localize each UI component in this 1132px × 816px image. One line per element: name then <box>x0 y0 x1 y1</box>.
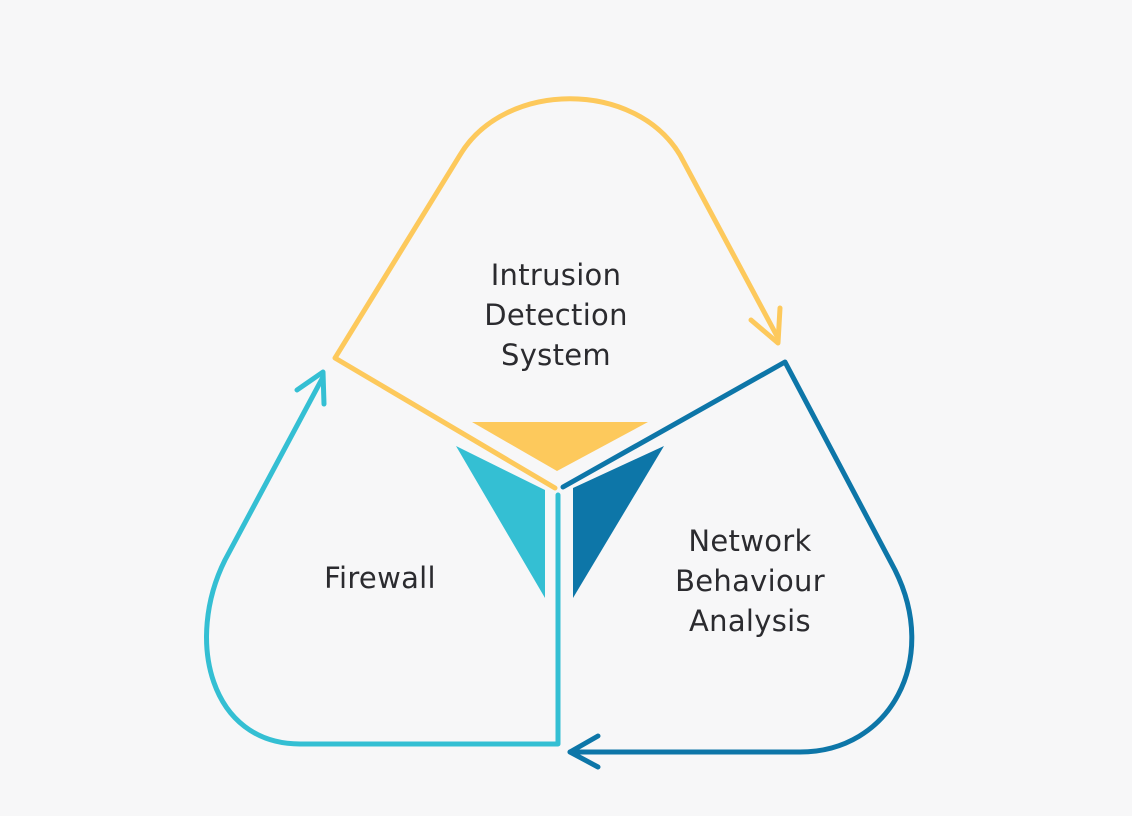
label-line: Firewall <box>324 561 436 595</box>
nba-loop <box>560 359 915 755</box>
ids-arrowhead <box>748 305 783 346</box>
firewall-loop <box>204 374 561 747</box>
label-line: Intrusion <box>490 258 622 292</box>
label-line: Analysis <box>689 604 811 638</box>
firewall-arrowhead <box>294 369 327 407</box>
firewall-label: Firewall <box>300 558 460 598</box>
label-line: Detection <box>484 298 628 332</box>
firewall-wedge <box>456 446 545 598</box>
ids-wedge <box>472 422 648 471</box>
label-line: System <box>501 338 611 372</box>
nba-arrowhead <box>567 733 601 770</box>
ids-loop <box>332 96 781 491</box>
label-line: Behaviour <box>675 564 825 598</box>
label-line: Network <box>688 524 812 558</box>
nba-wedge <box>573 446 664 598</box>
